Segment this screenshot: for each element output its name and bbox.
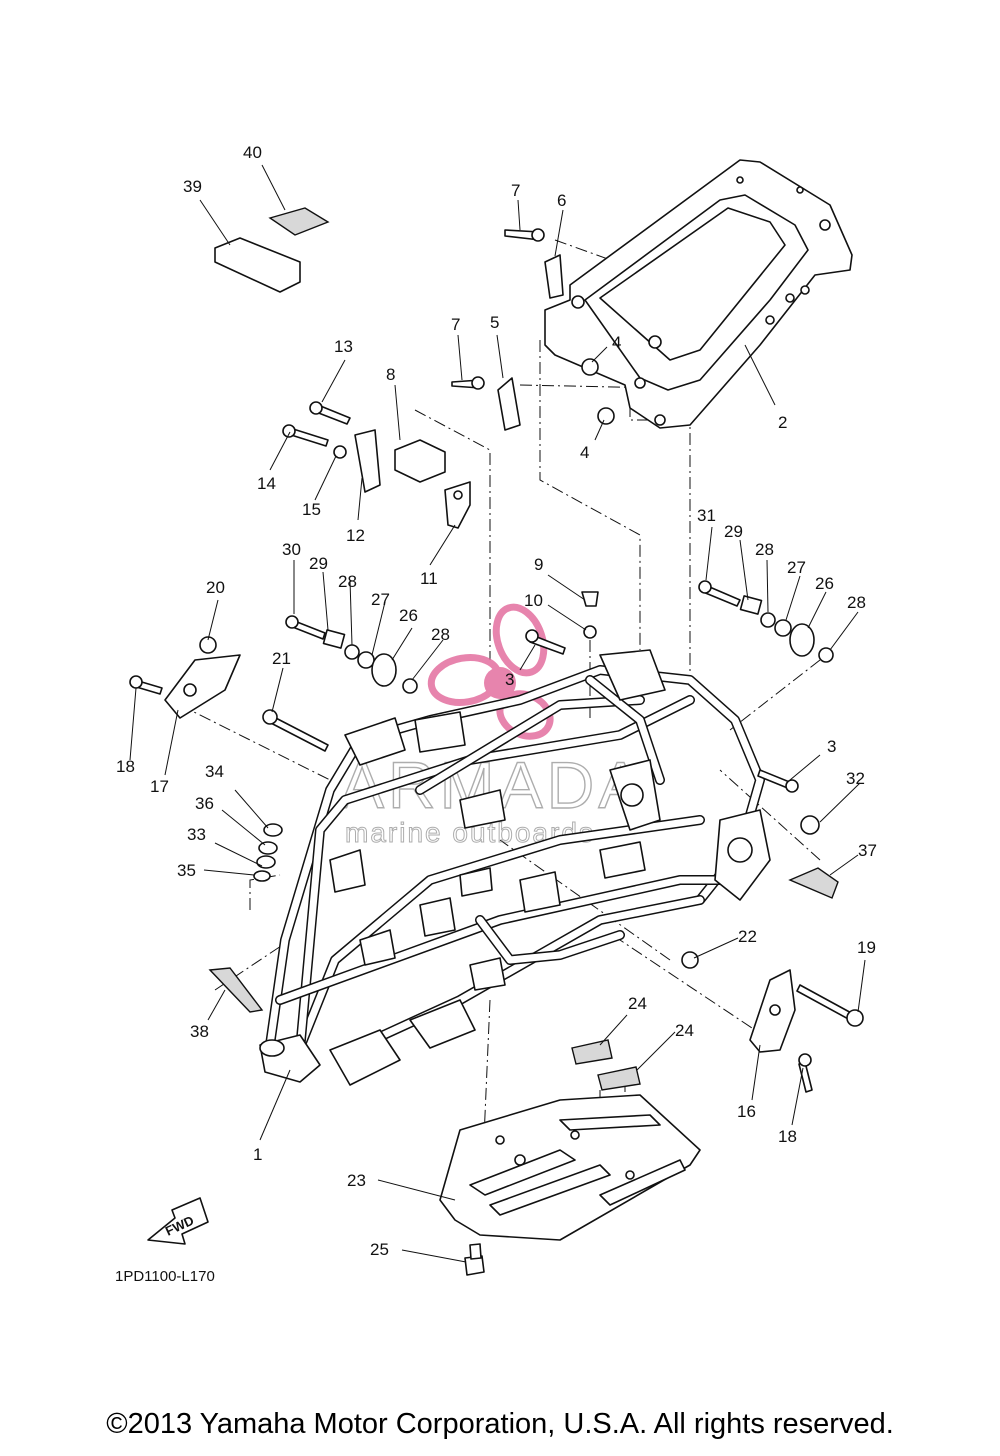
callout-38: 38 [190, 1022, 209, 1041]
leader-lines [129, 164, 866, 1263]
callout-6: 6 [557, 191, 566, 210]
callout-36: 36 [195, 794, 214, 813]
callout-15: 15 [302, 500, 321, 519]
callout-28d: 28 [847, 593, 866, 612]
callout-29a: 29 [309, 554, 328, 573]
callout-32: 32 [846, 769, 865, 788]
callout-24a: 24 [628, 994, 647, 1013]
callout-5: 5 [490, 313, 499, 332]
callout-4a: 4 [612, 333, 621, 352]
small-parts: FWD [129, 207, 864, 1276]
callout-28a: 28 [338, 572, 357, 591]
callout-14: 14 [257, 474, 276, 493]
skid-plate [439, 1094, 701, 1241]
callout-11: 11 [420, 569, 438, 588]
callout-12: 12 [346, 526, 365, 545]
callout-37: 37 [858, 841, 877, 860]
callout-4b: 4 [580, 443, 589, 462]
callout-1: 1 [253, 1145, 262, 1164]
callout-18b: 18 [778, 1127, 797, 1146]
callout-22: 22 [738, 927, 757, 946]
callout-21: 21 [272, 649, 291, 668]
callout-16: 16 [737, 1102, 756, 1121]
callout-17: 17 [150, 777, 169, 796]
callout-33: 33 [187, 825, 206, 844]
label-plate-40 [268, 207, 330, 236]
callout-19: 19 [857, 938, 876, 957]
callout-35: 35 [177, 861, 196, 880]
callout-27b: 27 [787, 558, 806, 577]
callout-24b: 24 [675, 1021, 694, 1040]
callout-20: 20 [206, 578, 225, 597]
callout-9: 9 [534, 555, 543, 574]
callout-27a: 27 [371, 590, 390, 609]
callout-10: 10 [524, 591, 543, 610]
callout-23: 23 [347, 1171, 366, 1190]
callout-39: 39 [183, 177, 202, 196]
diagram-reference-code: 1PD1100-L170 [115, 1268, 215, 1285]
callout-26b: 26 [815, 574, 834, 593]
callout-34: 34 [205, 762, 224, 781]
label-plate-39 [214, 237, 301, 293]
callout-3b: 3 [827, 737, 836, 756]
rear-frame [544, 159, 853, 429]
callout-25: 25 [370, 1240, 389, 1259]
part-callouts: 1 2 3 3 4 4 5 6 7 7 8 9 10 11 12 13 14 1… [116, 143, 877, 1259]
main-frame [259, 649, 771, 1086]
callout-28c: 28 [755, 540, 774, 559]
callout-31: 31 [697, 506, 716, 525]
callout-29b: 29 [724, 522, 743, 541]
callout-3a: 3 [505, 670, 514, 689]
callout-40: 40 [243, 143, 262, 162]
callout-18a: 18 [116, 757, 135, 776]
callout-2: 2 [778, 413, 787, 432]
callout-26a: 26 [399, 606, 418, 625]
callout-7b: 7 [451, 315, 460, 334]
callout-28b: 28 [431, 625, 450, 644]
copyright-notice: ©2013 Yamaha Motor Corporation, U.S.A. A… [106, 1408, 894, 1440]
callout-30: 30 [282, 540, 301, 559]
callout-13: 13 [334, 337, 353, 356]
callout-7a: 7 [511, 181, 520, 200]
callout-8: 8 [386, 365, 395, 384]
fwd-arrow-icon: FWD [147, 1197, 209, 1245]
